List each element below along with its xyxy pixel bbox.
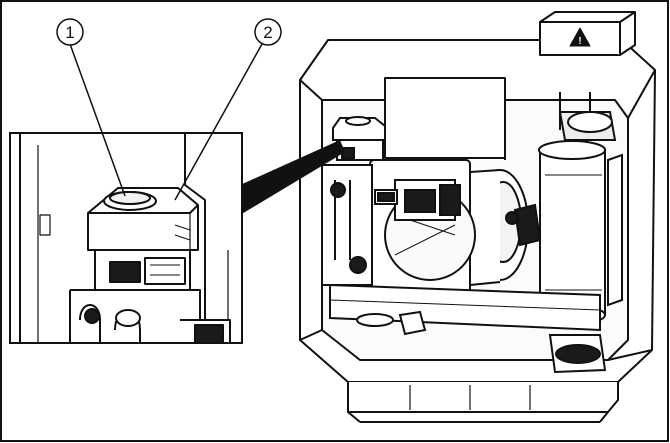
callout-2-number: 2: [263, 23, 272, 42]
gas-valve: [374, 179, 461, 221]
bottom-tray: [329, 283, 607, 374]
warning-box: !: [539, 11, 636, 56]
callout-2: 2: [174, 18, 282, 201]
warning-symbol: !: [578, 36, 581, 47]
small-reservoir: [332, 116, 386, 161]
callout-1-number: 1: [65, 23, 74, 42]
zoom-pointer: [240, 140, 345, 215]
zoom-inset: [9, 132, 243, 344]
callout-1: 1: [56, 18, 126, 197]
warning-triangle-icon: !: [569, 27, 591, 47]
left-piping: [321, 164, 373, 286]
